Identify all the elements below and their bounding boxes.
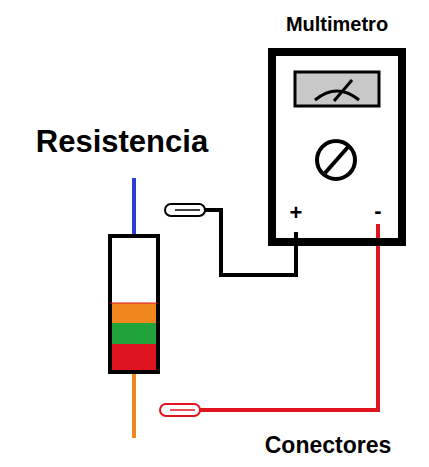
meter-display — [295, 72, 379, 106]
multimeter-housing: Multimetro+- — [268, 48, 406, 246]
meter-needle — [334, 80, 352, 101]
part-label: Resistencia — [36, 126, 208, 157]
red-wire — [200, 224, 378, 410]
selector-knob — [317, 141, 355, 179]
resistor-lead-top — [132, 178, 136, 236]
knob-pointer — [325, 147, 348, 173]
device-title: Multimetro — [286, 14, 388, 34]
probe-detail — [175, 209, 200, 211]
probe-detail — [170, 409, 195, 411]
terminal-minus: - — [374, 200, 381, 222]
band-edge — [110, 303, 158, 304]
part-label: Conectores — [265, 434, 392, 457]
red-probe — [160, 404, 200, 416]
resistor-symbol — [110, 236, 158, 372]
black-probe — [165, 204, 205, 216]
terminal-plus: + — [290, 202, 303, 224]
color-band-orange — [112, 303, 156, 323]
resistor-lead-bottom — [132, 372, 136, 438]
color-band-red — [112, 344, 156, 370]
color-band-green — [112, 323, 156, 344]
